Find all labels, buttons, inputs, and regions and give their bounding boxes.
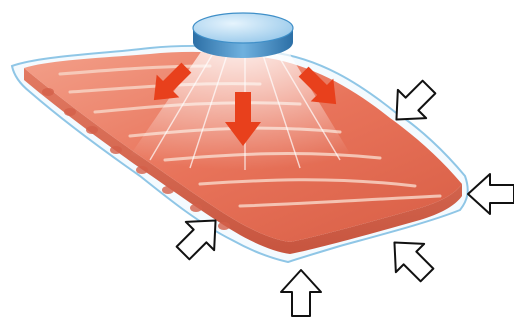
pressure-arrow-bottom-center <box>281 270 321 316</box>
pressure-arrow-bottom-right <box>380 228 441 289</box>
spray-nozzle <box>193 13 293 58</box>
pressure-arrow-right <box>468 174 514 214</box>
